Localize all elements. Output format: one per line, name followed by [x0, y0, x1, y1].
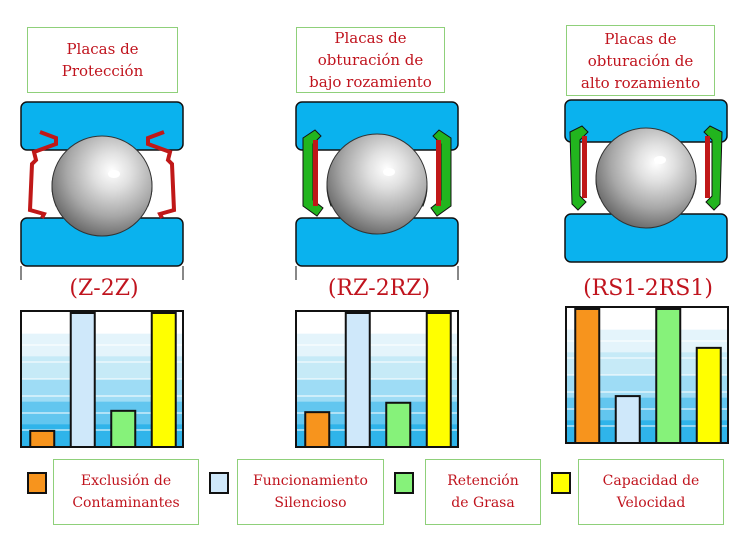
seal-right-shield: [146, 130, 177, 219]
seal-left-rubber: [569, 125, 589, 211]
bar-1: [574, 308, 601, 444]
seal-left-shield: [27, 130, 58, 219]
bar-2: [614, 395, 641, 444]
legend-box-contaminants: Exclusión de Contaminantes: [53, 459, 199, 525]
seal-right-steel: [705, 136, 710, 198]
bearing-2-diagram: [295, 101, 459, 280]
bearing-1-title: Placas de Protección: [61, 40, 144, 80]
bearing-1-title-box: Placas de Protección: [27, 27, 178, 93]
legend-label-speed: Capacidad de Velocidad: [602, 473, 700, 511]
legend-label-silent: Funcionamiento Silencioso: [253, 473, 368, 511]
bar-4: [150, 312, 177, 448]
bar-3: [110, 409, 137, 448]
legend-box-silent: Funcionamiento Silencioso: [237, 459, 384, 525]
bearing-3-chart: [565, 306, 729, 444]
bearing-1-diagram: [20, 101, 184, 280]
bar-4: [695, 346, 722, 444]
legend-box-speed: Capacidad de Velocidad: [578, 459, 724, 525]
ball: [51, 135, 153, 237]
bar-1: [304, 411, 331, 449]
seal-right-rubber: [703, 125, 723, 211]
bar-2: [69, 312, 96, 448]
bar-2: [344, 312, 371, 448]
legend-box-grease: Retención de Grasa: [425, 459, 541, 525]
bearing-3-title: Placas de obturación de alto rozamiento: [580, 29, 701, 92]
bar-4: [425, 312, 452, 448]
legend-swatch-grease: [394, 472, 414, 494]
bearing-1-chart: [20, 310, 184, 448]
bearing-3-diagram: [564, 99, 728, 263]
legend-label-grease: Retención de Grasa: [447, 473, 519, 511]
seal-left-steel: [582, 136, 587, 198]
legend-swatch-contaminants: [27, 472, 47, 494]
bearing-2-chart: [295, 310, 459, 449]
bar-3: [655, 308, 682, 444]
bar-1: [29, 429, 56, 448]
seal-right-steel: [436, 140, 441, 206]
ball: [326, 133, 428, 235]
ball: [595, 127, 697, 229]
bearing-3-code: (RS1-2RS1): [583, 276, 713, 301]
legend-label-contaminants: Exclusión de Contaminantes: [72, 473, 180, 511]
bearing-3-title-box: Placas de obturación de alto rozamiento: [566, 25, 715, 96]
bearing-1-code: (Z-2Z): [69, 276, 139, 301]
bar-3: [385, 401, 412, 448]
bearing-2-title-box: Placas de obturación de bajo rozamiento: [296, 27, 445, 93]
bearing-2-code: (RZ-2RZ): [327, 276, 431, 301]
bearing-2-title: Placas de obturación de bajo rozamiento: [309, 29, 432, 91]
legend-swatch-speed: [551, 472, 571, 494]
seal-left-steel: [313, 140, 318, 206]
legend-swatch-silent: [209, 472, 229, 494]
